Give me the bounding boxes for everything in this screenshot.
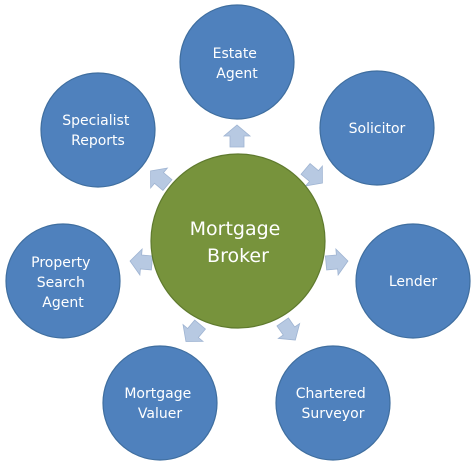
node-solicitor: Solicitor bbox=[319, 70, 435, 186]
arrow-to-chartered-surveyor bbox=[276, 317, 301, 341]
node-lender: Lender bbox=[355, 223, 471, 339]
node-mortgage-broker: Mortgage Broker bbox=[150, 153, 326, 329]
node-property-search-agent: Property Search Agent bbox=[5, 223, 121, 339]
node-label-solicitor: Solicitor bbox=[349, 121, 406, 137]
node-label-chartered-surveyor: Chartered Surveyor bbox=[296, 386, 371, 422]
arrow-to-specialist-reports bbox=[150, 167, 173, 191]
node-label-lender: Lender bbox=[389, 274, 438, 290]
arrow-to-property-search-agent bbox=[129, 247, 154, 277]
node-mortgage-valuer: Mortgage Valuer bbox=[102, 345, 218, 461]
node-label-estate-agent: Estate Agent bbox=[213, 46, 262, 82]
node-label-specialist-reports: Specialist Reports bbox=[62, 113, 134, 149]
arrow-to-mortgage-valuer bbox=[182, 319, 206, 342]
arrow-to-solicitor bbox=[300, 163, 323, 187]
node-specialist-reports: Specialist Reports bbox=[40, 72, 156, 188]
arrow-to-estate-agent bbox=[222, 124, 252, 148]
node-estate-agent: Estate Agent bbox=[179, 4, 295, 120]
node-label-mortgage-valuer: Mortgage Valuer bbox=[124, 386, 195, 422]
node-chartered-surveyor: Chartered Surveyor bbox=[275, 345, 391, 461]
center-label-mortgage-broker: Mortgage Broker bbox=[190, 218, 287, 267]
arrow-to-lender bbox=[324, 247, 349, 277]
node-label-property-search-agent: Property Search Agent bbox=[31, 255, 95, 311]
